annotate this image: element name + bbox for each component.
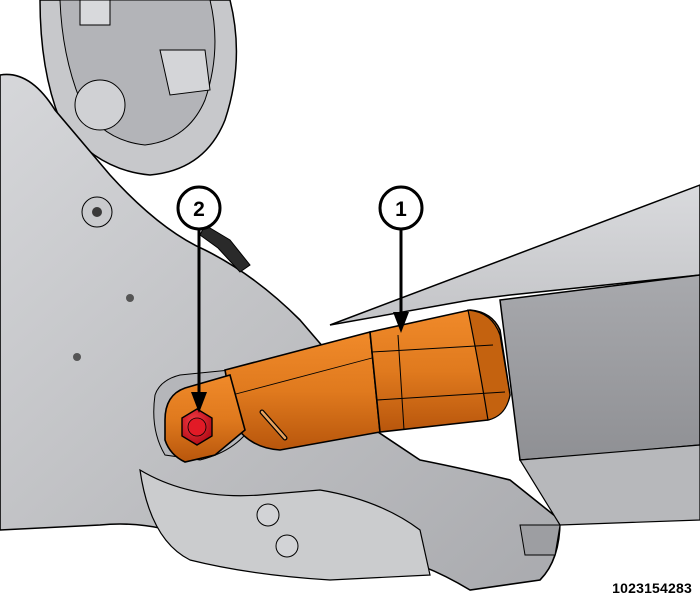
seat-frame-bracket xyxy=(0,73,561,591)
callout-2-label: 2 xyxy=(193,198,205,221)
callout-arrow-icon xyxy=(191,392,207,413)
seat-rail-arm xyxy=(329,184,700,556)
callout-1-label: 1 xyxy=(395,198,407,221)
hex-bolt-icon xyxy=(181,408,213,446)
callout-2: 2 xyxy=(176,185,222,413)
callout-1: 1 xyxy=(378,185,424,333)
orange-actuator-component xyxy=(164,309,511,463)
callout-arrow-icon xyxy=(393,312,409,333)
upper-housing xyxy=(39,0,238,176)
figure-id: 1023154283 xyxy=(612,580,692,596)
